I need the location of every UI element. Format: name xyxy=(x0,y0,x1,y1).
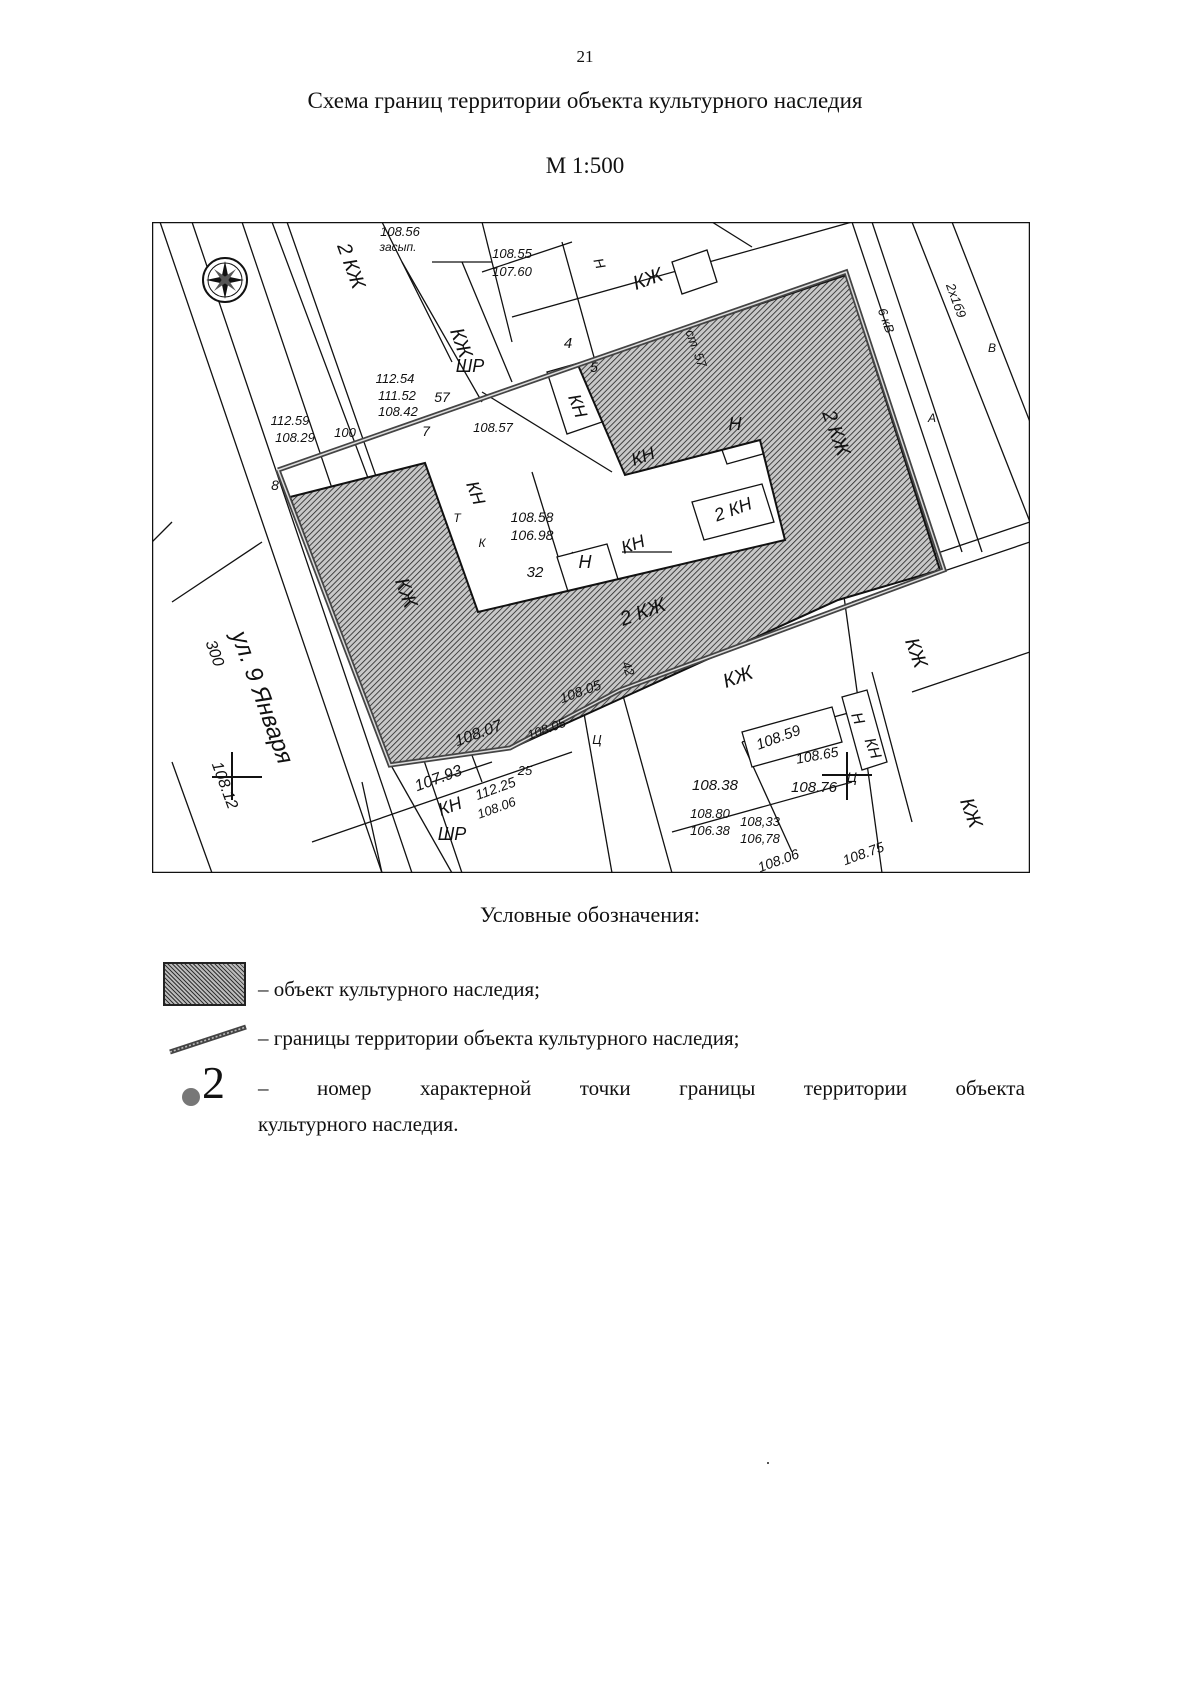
map-label: 5 xyxy=(590,359,598,375)
map-label: 106.38 xyxy=(690,823,731,838)
map-label: КН xyxy=(861,736,884,762)
map-line xyxy=(191,222,413,873)
map-label: 108.58 xyxy=(511,509,554,525)
map-line xyxy=(152,521,173,543)
building-outline xyxy=(671,249,718,295)
map-label: 100 xyxy=(334,425,356,440)
map-label: 108.65 xyxy=(795,743,840,766)
legend-item-point-number-cont: культурного наследия. xyxy=(258,1112,459,1136)
legend-item-point-number: – номер характерной точки границы террит… xyxy=(258,1076,1025,1100)
map-line xyxy=(911,222,1030,523)
page-number: 21 xyxy=(576,47,594,66)
map-label: ШР xyxy=(438,824,467,844)
map-label: 8 xyxy=(271,477,279,493)
map-label: Н xyxy=(729,414,743,434)
map-line xyxy=(171,761,213,873)
map-line xyxy=(871,222,983,553)
map-scale: М 1:500 xyxy=(545,153,625,178)
map-label: В xyxy=(988,341,996,355)
legend-item-territory-boundary: – границы территории объекта культурного… xyxy=(258,1026,740,1050)
survey-crosshair-left xyxy=(212,752,262,800)
map-label: 111.52 xyxy=(378,388,417,403)
map-label: ШР xyxy=(456,356,485,376)
map-label: 108.55 xyxy=(492,246,533,261)
map-label: 106,78 xyxy=(740,831,781,846)
map-label: 7 xyxy=(422,423,431,439)
map-label: 108,33 xyxy=(740,814,781,829)
map-line xyxy=(171,541,263,603)
survey-crosshair-right xyxy=(822,752,872,800)
map-label: Н xyxy=(579,552,593,572)
legend-point-dot-icon xyxy=(182,1088,200,1106)
map-line xyxy=(711,222,753,248)
map-label: 106.98 xyxy=(511,527,554,543)
map-line xyxy=(951,222,1030,423)
map-line xyxy=(481,391,613,473)
map-line xyxy=(481,222,513,343)
map-line xyxy=(431,761,493,783)
map-line xyxy=(911,651,1030,693)
map-line xyxy=(481,241,573,273)
map-label: 108.42 xyxy=(378,404,419,419)
building-outline xyxy=(841,689,888,771)
map-label: 108.57 xyxy=(473,420,514,435)
map-label: 112.54 xyxy=(376,371,415,386)
map-line xyxy=(401,261,483,403)
map-label: 112.59 xyxy=(271,413,310,428)
map-label: Ц xyxy=(847,769,857,785)
map-line xyxy=(311,751,573,843)
map-label: 42 xyxy=(619,659,638,678)
legend-hatched-area-swatch xyxy=(163,962,246,1006)
map-label: 108.56 xyxy=(380,224,421,239)
building-outline xyxy=(691,483,775,541)
building-outline xyxy=(741,706,843,768)
map-line xyxy=(159,222,383,873)
map-label: Т xyxy=(453,511,462,525)
map-label: 25 xyxy=(517,763,533,778)
map-line xyxy=(391,766,453,873)
map-label: 108.29 xyxy=(275,430,315,445)
map-label: 108.76 xyxy=(791,779,838,796)
map-label: А xyxy=(927,411,936,425)
map-label: Ц xyxy=(592,732,602,747)
map-label: 108.80 xyxy=(690,806,731,821)
map-line xyxy=(361,781,383,873)
map-line xyxy=(461,261,513,383)
map-line xyxy=(581,701,613,873)
map-label: 108.38 xyxy=(692,777,739,794)
scan-speck xyxy=(767,1462,769,1464)
map-line xyxy=(871,671,913,823)
map-line xyxy=(381,222,453,363)
map-label: 4 xyxy=(564,335,572,352)
map-line xyxy=(621,691,673,873)
map-line xyxy=(851,222,963,553)
page-title: Схема границ территории объекта культурн… xyxy=(307,88,863,113)
boundary-line-highlight xyxy=(277,271,945,766)
map-line xyxy=(286,222,393,523)
map-label: засып. xyxy=(379,240,417,254)
map-line xyxy=(671,781,853,833)
map-label: К xyxy=(478,536,486,550)
map-label: 57 xyxy=(434,389,451,405)
legend-item-heritage-object: – объект культурного наследия; xyxy=(258,977,540,1001)
legend-boundary-line-symbol xyxy=(169,1024,247,1055)
map-label: 32 xyxy=(527,564,544,581)
map-label: 107.60 xyxy=(492,264,533,279)
compass-rose-icon xyxy=(202,257,248,303)
legend-heading: Условные обозначения: xyxy=(479,902,701,927)
legend-point-number: 2 xyxy=(202,1057,225,1108)
